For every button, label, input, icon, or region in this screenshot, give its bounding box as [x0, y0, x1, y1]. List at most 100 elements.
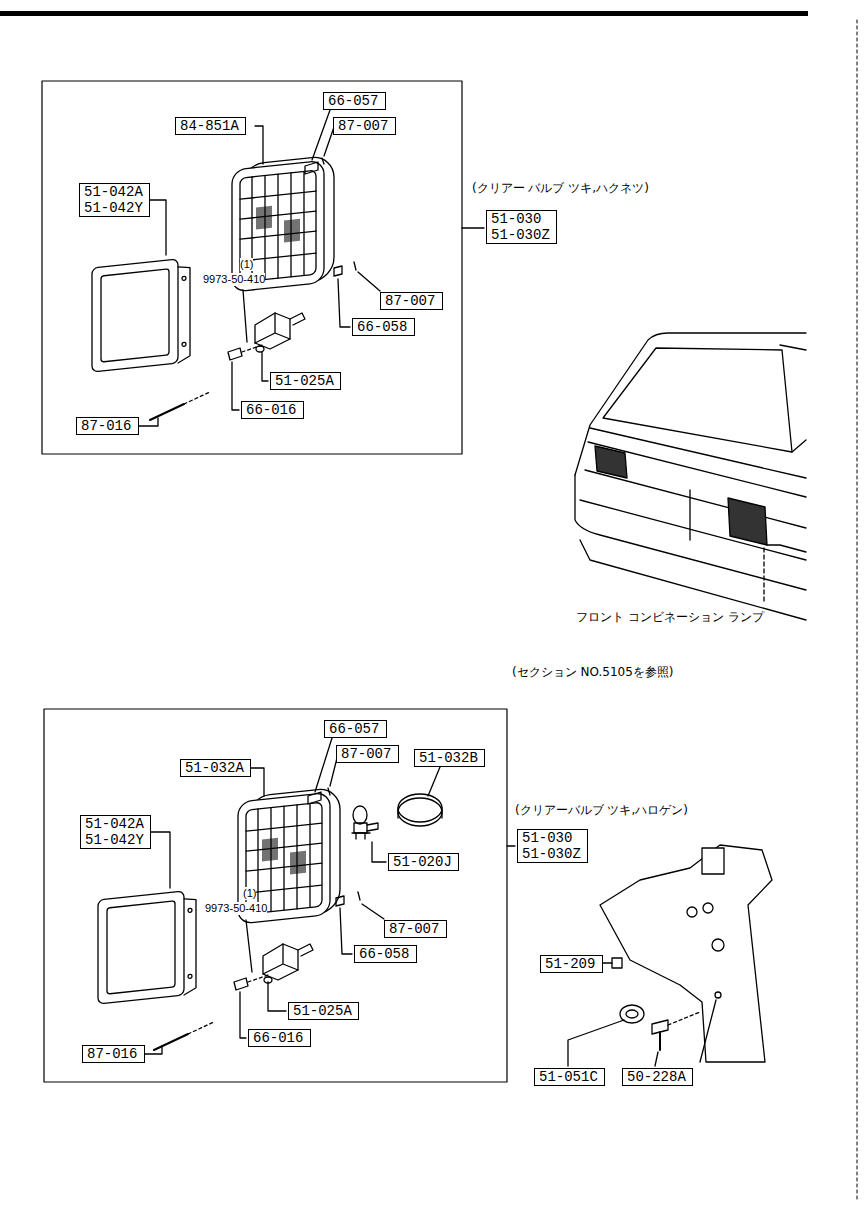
part-number: 51-209 — [545, 956, 598, 972]
illustration-line — [334, 266, 342, 276]
illustration-line — [352, 806, 378, 839]
illustration-line — [690, 490, 806, 552]
illustration-line — [595, 446, 627, 478]
part-number-box: 51-03051-030Z — [486, 210, 557, 244]
part-number: 87-016 — [81, 418, 134, 434]
illustration-line — [92, 259, 178, 372]
illustration-line — [263, 944, 298, 974]
illustration-line — [336, 896, 344, 906]
illustration-line — [92, 258, 190, 372]
part-number-box: 87-007 — [333, 117, 396, 135]
part-number: 51-042A — [85, 816, 146, 832]
illustration-line — [352, 833, 370, 839]
illustration-line — [248, 975, 268, 982]
part-number-box: 51-020J — [388, 853, 459, 871]
part-number: 51-030Z — [491, 227, 552, 243]
illustration-line — [246, 885, 322, 893]
illustration-line — [44, 709, 507, 1082]
illustration-line — [255, 126, 263, 164]
illustration-line — [857, 20, 858, 1200]
illustration-line — [353, 806, 367, 824]
part-number: 51-042Y — [85, 832, 146, 848]
part-number: 84-851A — [180, 118, 241, 134]
illustration-line — [580, 500, 806, 560]
part-number-box: 66-058 — [354, 945, 417, 963]
note-label: (クリアーバルブ ツキ,ハロゲン) — [515, 802, 688, 819]
illustration-line — [687, 907, 697, 917]
illustration-line — [358, 272, 380, 291]
illustration-line — [240, 211, 316, 219]
illustration-line — [290, 313, 305, 325]
illustration-line — [262, 838, 278, 862]
illustration-line — [188, 908, 192, 912]
illustration-line — [184, 392, 210, 404]
note-label: (1) — [240, 258, 253, 271]
illustration-line — [268, 982, 286, 1011]
illustration-line — [728, 498, 767, 545]
illustration-line — [340, 908, 352, 954]
illustration-line — [257, 809, 258, 913]
illustration-line — [702, 848, 724, 874]
illustration-line — [232, 155, 334, 292]
part-number-box: 87-007 — [380, 292, 443, 310]
part-number: 87-007 — [338, 118, 391, 134]
part-number-box: 87-007 — [336, 745, 399, 763]
illustration-line — [600, 845, 772, 1062]
illustration-line — [242, 345, 262, 352]
illustration-line — [98, 890, 196, 1004]
part-number-box: 51-042A51-042Y — [80, 815, 151, 849]
part-number: 51-032B — [419, 750, 480, 766]
part-number: 51-020J — [393, 854, 454, 870]
illustration-line — [107, 901, 175, 994]
illustration-line — [354, 823, 367, 833]
illustration-line — [182, 276, 186, 280]
part-number-box: 50-228A — [622, 1068, 693, 1086]
part-number: 66-016 — [253, 1030, 306, 1046]
illustration-line — [668, 1012, 700, 1025]
illustration-line — [575, 475, 806, 590]
illustration-line — [585, 470, 806, 528]
illustration-line — [188, 1022, 214, 1034]
illustration-line — [780, 345, 806, 350]
part-number: 51-025A — [275, 373, 336, 389]
part-number: 51-042A — [84, 184, 145, 200]
illustration-line — [0, 11, 857, 1200]
part-number: 66-016 — [246, 402, 299, 418]
note-label: (セクション NO.5105を参照) — [512, 664, 673, 681]
illustration-line — [144, 1046, 162, 1054]
part-number: 66-058 — [359, 946, 412, 962]
illustration-line — [255, 313, 290, 349]
part-number-box: 66-057 — [324, 720, 387, 738]
illustration-line — [603, 348, 792, 452]
illustration-line — [255, 313, 290, 343]
note-label: フロント コンビネーション ランプ — [556, 609, 764, 626]
illustration-line — [154, 1034, 188, 1050]
part-number-box: 84-851A — [175, 117, 246, 135]
illustration-line — [298, 944, 313, 956]
part-number: 51-025A — [293, 1003, 354, 1019]
part-number-box: 66-016 — [241, 401, 304, 419]
illustration-line — [308, 792, 321, 804]
part-number-box: 66-058 — [352, 318, 415, 336]
illustration-line — [712, 939, 724, 951]
part-number: 51-030Z — [522, 846, 583, 862]
illustration-line — [462, 227, 484, 228]
illustration-line — [188, 974, 192, 978]
part-number: 51-030 — [491, 211, 552, 227]
illustration-line — [178, 266, 190, 363]
illustration-line — [262, 352, 268, 381]
illustration-line — [98, 891, 184, 1004]
illustration-line — [234, 978, 248, 990]
illustration-line — [277, 174, 278, 278]
illustration-line — [428, 767, 440, 796]
illustration-line — [305, 162, 318, 174]
illustration-line — [362, 904, 384, 919]
illustration-line — [328, 788, 330, 795]
illustration-line — [232, 362, 239, 410]
part-number: 66-057 — [329, 721, 382, 737]
illustration-line — [700, 1000, 716, 1062]
part-number: 51-051C — [539, 1069, 600, 1085]
illustration-line — [568, 1020, 624, 1066]
illustration-line — [322, 158, 324, 164]
illustration-line — [246, 802, 322, 914]
